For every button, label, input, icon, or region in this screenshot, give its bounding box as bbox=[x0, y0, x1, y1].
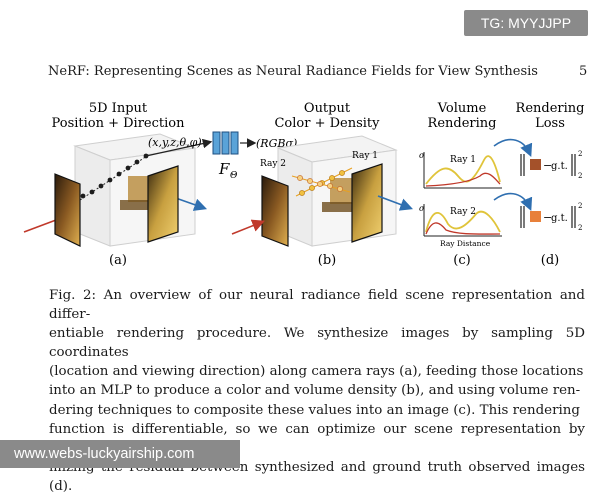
figure-caption: Fig. 2: An overview of our neural radian… bbox=[49, 286, 585, 496]
mlp-function-subscript: Θ bbox=[230, 171, 238, 181]
norm-superscript-2: 2 bbox=[578, 202, 582, 210]
mlp-layer-1 bbox=[212, 131, 221, 155]
panel-a-sublabel: (a) bbox=[109, 253, 127, 268]
rendered-color-swatch-1 bbox=[530, 159, 541, 170]
panel-b-title-line1: Output bbox=[304, 101, 351, 116]
figure-2: 5D Input Position + Direction (a) (x,y,z… bbox=[0, 96, 600, 272]
website-watermark: www.webs-luckyairship.com bbox=[0, 440, 240, 468]
norm-subscript-1: 2 bbox=[578, 172, 582, 180]
ray-red-b bbox=[231, 219, 265, 235]
panel-b-title-line2: Color + Density bbox=[274, 116, 380, 131]
caption-line: entiable rendering procedure. We synthes… bbox=[49, 326, 585, 361]
ground-truth-label-2: g.t. bbox=[551, 213, 568, 224]
render-arrow-2 bbox=[493, 192, 533, 211]
ray-1-label-c: Ray 1 bbox=[450, 155, 476, 165]
panel-b: Output Color + Density Ray 1 Ray 2 (b) bbox=[231, 101, 413, 268]
caption-line: Fig. 2: An overview of our neural radian… bbox=[49, 288, 585, 323]
plot-2-density-curve bbox=[425, 210, 501, 233]
panel-c-title-line2: Rendering bbox=[428, 116, 497, 131]
plot-2-weight-curve bbox=[425, 222, 501, 235]
ray-2-samples-b bbox=[297, 175, 343, 192]
camera-image-left-b bbox=[261, 175, 289, 247]
ray-2-label-b: Ray 2 bbox=[260, 159, 286, 169]
telegram-watermark-badge: TG: MYYJJPP bbox=[464, 10, 588, 36]
caption-line: (location and viewing direction) along c… bbox=[49, 364, 584, 380]
norm-subscript-2: 2 bbox=[578, 224, 582, 232]
plot-1-weight-curve bbox=[425, 172, 501, 187]
ray-2-label-c: Ray 2 bbox=[450, 207, 476, 217]
render-arrow-1 bbox=[493, 138, 533, 157]
norm-superscript-1: 2 bbox=[578, 150, 582, 158]
caption-line: dering techniques to composite these val… bbox=[49, 402, 580, 418]
ray-blue-b bbox=[377, 195, 413, 211]
mlp-layer-2 bbox=[221, 131, 230, 155]
sigma-axis-label-1: σ bbox=[419, 151, 425, 160]
loss-term-1: − g.t. 2 2 bbox=[520, 150, 582, 180]
panel-a-title-line1: 5D Input bbox=[89, 101, 148, 116]
camera-image-right-b bbox=[351, 163, 383, 243]
panel-a-title-line2: Position + Direction bbox=[52, 116, 186, 131]
mlp-function-symbol: F bbox=[218, 160, 230, 178]
panel-a: 5D Input Position + Direction (a) bbox=[23, 101, 213, 268]
panel-d-title-line2: Loss bbox=[535, 116, 565, 131]
panel-d-sublabel: (d) bbox=[541, 253, 559, 268]
loss-term-2: − g.t. 2 2 bbox=[520, 202, 582, 232]
svg-text:−: − bbox=[543, 211, 552, 224]
panel-d: Rendering Loss − g.t. 2 2 − g.t. 2 2 bbox=[493, 101, 585, 268]
page-number: 5 bbox=[579, 64, 588, 79]
running-title: NeRF: Representing Scenes as Neural Radi… bbox=[48, 64, 538, 79]
sigma-axis-label-2: σ bbox=[419, 204, 425, 213]
camera-ray-a bbox=[79, 153, 151, 201]
camera-image-right-a bbox=[147, 165, 179, 243]
mlp-layer-3 bbox=[230, 131, 239, 155]
panel-b-sublabel: (b) bbox=[318, 253, 336, 268]
ray-to-mlp-arrow bbox=[145, 138, 213, 157]
panel-d-title-line1: Rendering bbox=[516, 101, 585, 116]
ray-1-label-b: Ray 1 bbox=[352, 151, 378, 161]
mlp-input-label: (x,y,z,θ,φ) bbox=[148, 136, 202, 149]
ray-distance-label: Ray Distance bbox=[440, 239, 491, 248]
svg-text:−: − bbox=[543, 159, 552, 172]
camera-image-left-a bbox=[54, 173, 81, 247]
ground-truth-label-1: g.t. bbox=[551, 161, 568, 172]
caption-line: into an MLP to produce a color and volum… bbox=[49, 383, 581, 399]
rendered-color-swatch-2 bbox=[530, 211, 541, 222]
panel-c-title-line1: Volume bbox=[437, 101, 487, 116]
panel-c-sublabel: (c) bbox=[453, 253, 470, 268]
panel-c: Volume Rendering σ Ray 1 σ Ray 2 Ray Dis… bbox=[419, 101, 502, 268]
